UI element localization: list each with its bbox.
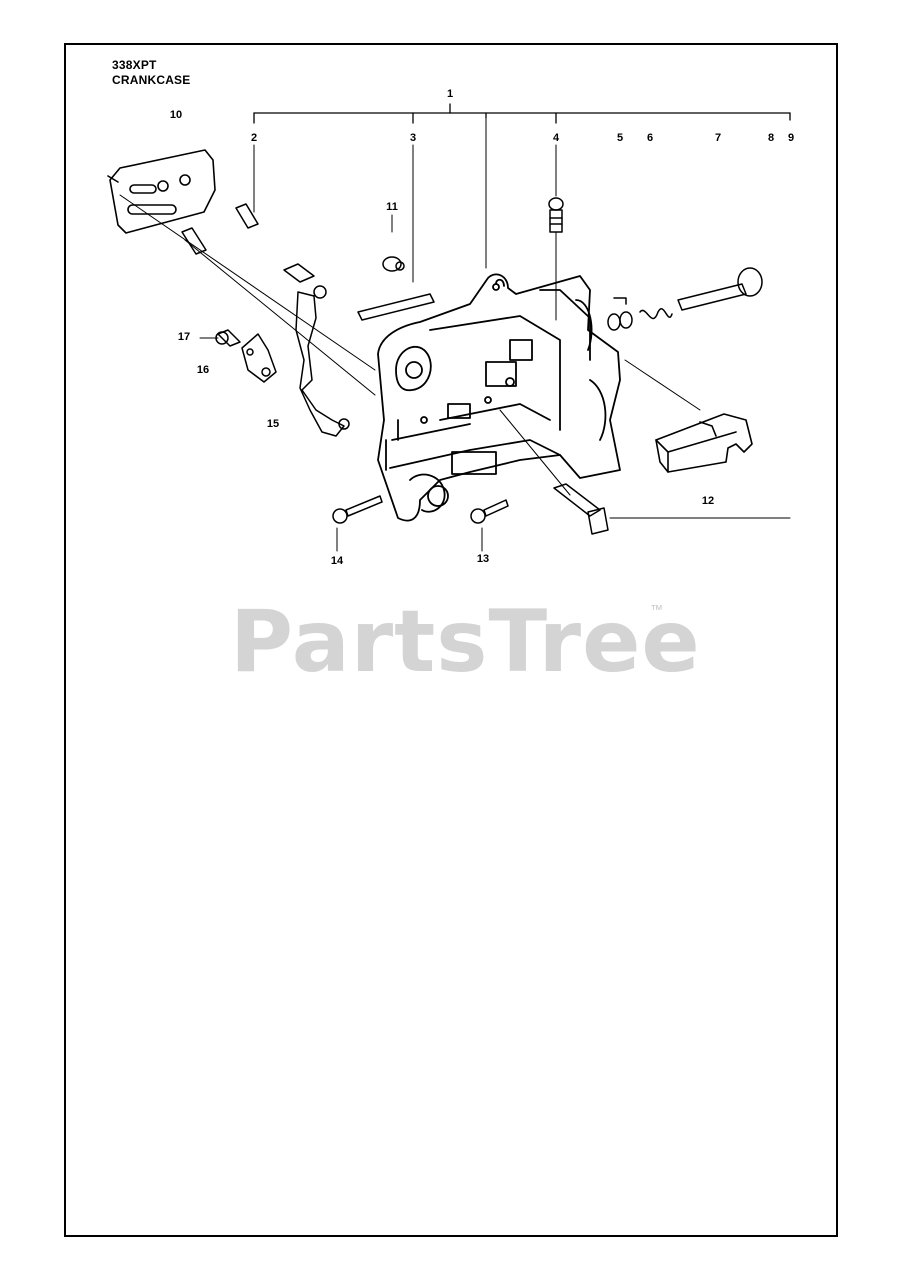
callout-2: 2 xyxy=(250,132,258,144)
catcher-block xyxy=(655,413,753,473)
roller-pins xyxy=(181,203,259,255)
callout-1: 1 xyxy=(446,88,454,100)
stud xyxy=(283,263,435,321)
adjust-spring-assembly xyxy=(607,267,763,331)
callout-bracket xyxy=(253,103,791,124)
callout-3: 3 xyxy=(409,132,417,144)
callout-5: 5 xyxy=(616,132,624,144)
callout-7: 7 xyxy=(714,132,722,144)
leader-lines xyxy=(119,117,791,552)
partstree-watermark: PartsTree xyxy=(230,592,701,692)
callout-15: 15 xyxy=(266,418,280,430)
model-title: 338XPT xyxy=(112,58,157,72)
callout-13: 13 xyxy=(476,553,490,565)
tensioner-plate xyxy=(241,291,350,437)
screws xyxy=(215,329,509,524)
bar-bolt xyxy=(553,483,609,535)
callout-6: 6 xyxy=(646,132,654,144)
callout-8: 8 xyxy=(767,132,775,144)
diagram-frame xyxy=(64,43,838,1237)
callout-16: 16 xyxy=(196,364,210,376)
guide-plate xyxy=(107,149,216,234)
nut xyxy=(382,256,405,272)
callout-9: 9 xyxy=(787,132,795,144)
adjuster-screw xyxy=(548,197,564,233)
callout-11: 11 xyxy=(386,201,398,213)
section-title: CRANKCASE xyxy=(112,73,191,87)
callout-10: 10 xyxy=(169,109,183,121)
callout-14: 14 xyxy=(330,555,344,567)
callout-4: 4 xyxy=(552,132,560,144)
callout-17: 17 xyxy=(177,331,191,343)
trademark-symbol: ™ xyxy=(650,602,663,617)
callout-12: 12 xyxy=(701,495,715,507)
crankcase-body xyxy=(377,273,621,522)
